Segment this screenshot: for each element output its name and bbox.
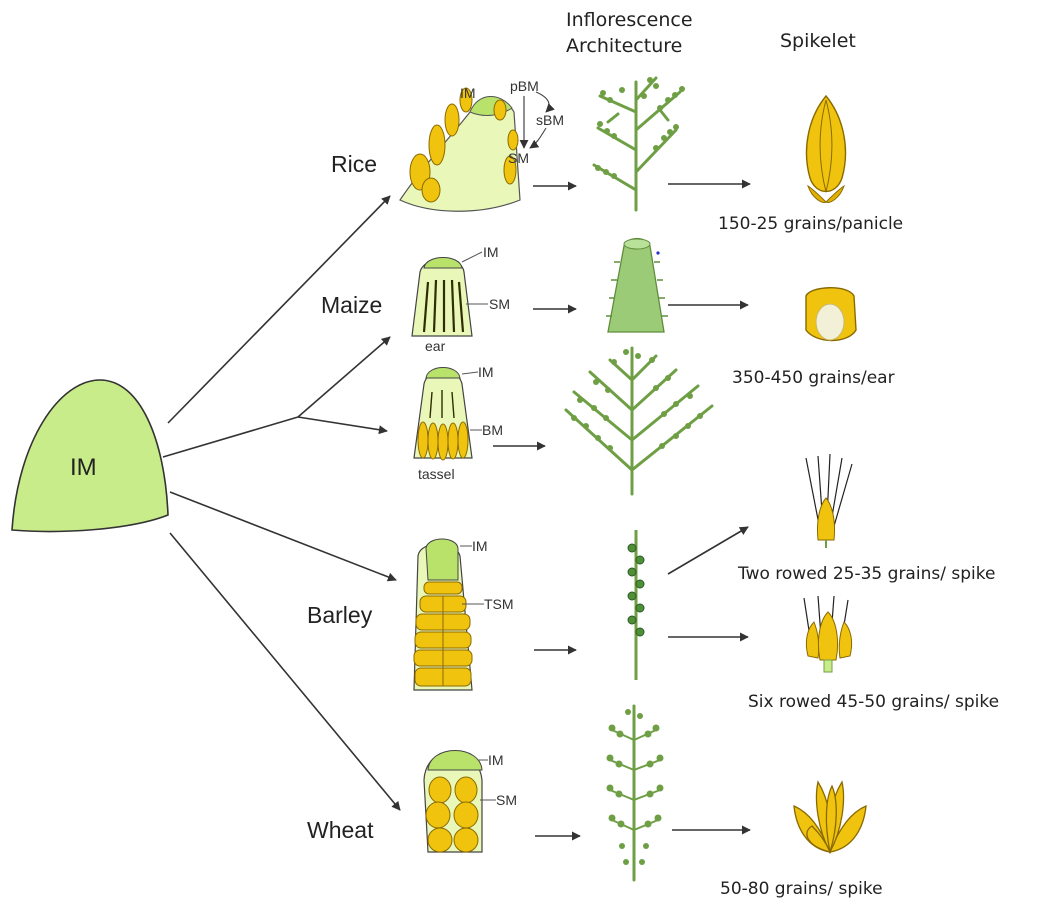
architecture-to-spikelet-arrows (668, 184, 750, 830)
header-spikelet: Spikelet (780, 29, 856, 54)
maize-tassel-meristem (414, 368, 482, 461)
crop-label-barley: Barley (307, 602, 372, 629)
crop-label-wheat: Wheat (307, 817, 373, 844)
crop-label-rice: Rice (331, 151, 377, 178)
root-meristem-label: IM (70, 454, 97, 482)
arrow-to-maize-tassel (298, 417, 387, 431)
maize-tassel-caption: tassel (418, 466, 455, 482)
rice-label-sbm: sBM (536, 112, 564, 128)
maize-ear-label-im: IM (483, 244, 499, 260)
barley-six-rowed-spikelet (804, 596, 852, 672)
arrow-to-maize-branch (163, 417, 298, 457)
maize-ear-cob (606, 239, 668, 333)
barley-label-im: IM (472, 538, 488, 554)
wheat-spikelet (794, 782, 866, 852)
barley-label-tsm: TSM (484, 596, 514, 612)
grain-count-wheat: 50-80 grains/ spike (720, 879, 883, 899)
grain-count-barley-two-rowed: Two rowed 25-35 grains/ spike (738, 564, 995, 584)
root-arrows (163, 196, 400, 810)
wheat-spike (607, 706, 664, 880)
arrow-to-maize-ear (298, 337, 390, 417)
rice-label-im: IM (460, 85, 476, 101)
wheat-meristem (424, 751, 496, 853)
arrow-to-wheat (170, 533, 400, 810)
barley-meristem (414, 539, 484, 690)
wheat-label-sm: SM (496, 792, 517, 808)
maize-kernel (806, 288, 856, 341)
maize-tassel-label-im: IM (478, 364, 494, 380)
barley-spike (628, 530, 644, 680)
header-inflorescence-line1: Inflorescence (566, 8, 693, 33)
rice-panicle (594, 77, 685, 210)
maize-tassel-architecture (566, 348, 712, 494)
arrow-to-barley (170, 492, 396, 580)
maize-ear-label-sm: SM (489, 296, 510, 312)
rice-label-pbm: pBM (510, 78, 539, 94)
rice-spikelet (807, 96, 846, 202)
maize-ear-caption: ear (425, 338, 445, 354)
maize-ear-meristem (412, 252, 488, 336)
header-inflorescence-line2: Architecture (566, 34, 682, 59)
crop-label-maize: Maize (321, 292, 382, 319)
meristem-to-architecture-arrows (493, 186, 580, 836)
grain-count-rice: 150-25 grains/panicle (718, 214, 903, 234)
grain-count-maize: 350-450 grains/ear (732, 368, 895, 388)
rice-label-sm: SM (508, 150, 529, 166)
maize-tassel-label-bm: BM (482, 422, 503, 438)
barley-two-rowed-spikelet (806, 454, 852, 548)
wheat-label-im: IM (488, 752, 504, 768)
grain-count-barley-six-rowed: Six rowed 45-50 grains/ spike (748, 692, 999, 712)
